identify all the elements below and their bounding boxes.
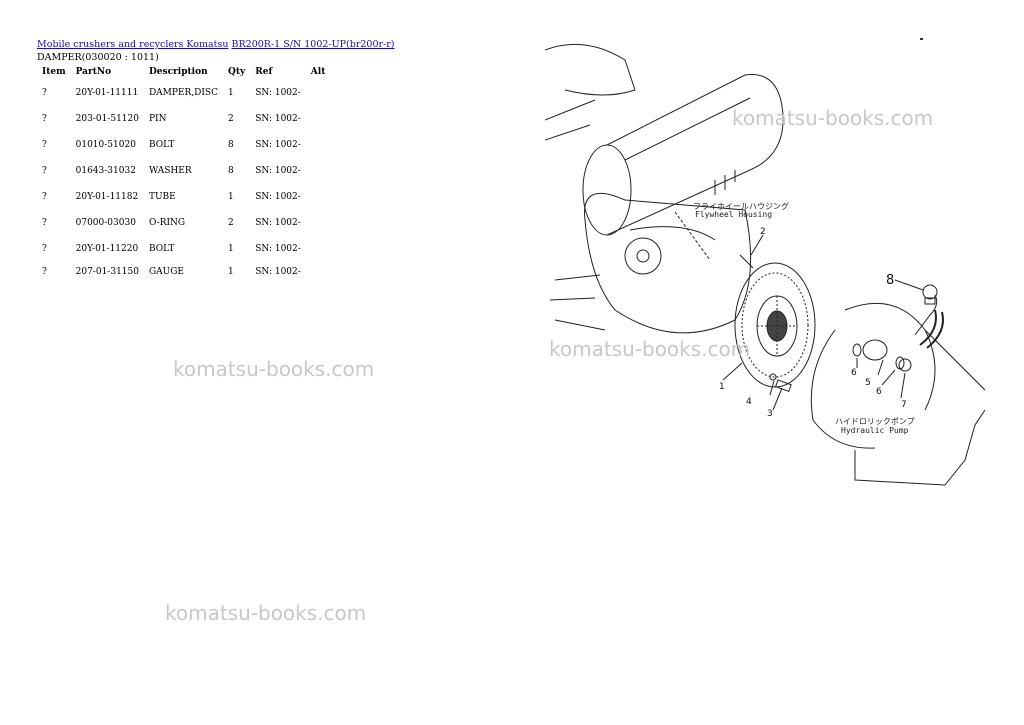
breadcrumb-link-category[interactable]: Mobile crushers and recyclers Komatsu	[37, 39, 229, 50]
table-row: ? 01010-51020 BOLT 8 SN: 1002-	[37, 132, 330, 158]
cell-description: BOLT	[148, 244, 175, 254]
cell-description: BOLT	[148, 140, 175, 150]
o-ring-drawing	[895, 356, 905, 370]
bolt-drawing	[769, 373, 792, 393]
watermark: komatsu-books.com	[173, 357, 375, 381]
cell-qty: 1	[228, 192, 234, 202]
leader-lines	[722, 234, 924, 411]
label-hydraulic-pump-jp: ハイドロリックポンプ	[835, 417, 915, 426]
cell-ref: SN: 1002-	[255, 267, 301, 277]
cell-qty: 2	[228, 114, 234, 124]
header-partno: PartNo	[75, 67, 112, 77]
callout-6: 6	[876, 387, 882, 397]
cell-item: ?	[42, 88, 47, 98]
cell-partno: 207-01-31150	[75, 267, 139, 277]
page-title: DAMPER(030020 : 1011)	[37, 52, 159, 63]
cell-partno: 20Y-01-11182	[75, 192, 139, 202]
cell-alt	[306, 262, 331, 282]
table-row: ? 207-01-31150 GAUGE 1 SN: 1002-	[37, 262, 330, 282]
stray-mark	[920, 38, 923, 40]
cell-ref: SN: 1002-	[255, 244, 301, 254]
cell-partno: 203-01-51120	[75, 114, 139, 124]
cell-description: PIN	[148, 114, 167, 124]
cell-description: TUBE	[148, 192, 176, 202]
header-item: Item	[42, 67, 66, 77]
cell-ref: SN: 1002-	[255, 140, 301, 150]
breadcrumb-link-model[interactable]: BR200R-1 S/N 1002-UP(br200r-r)	[231, 39, 395, 50]
cell-partno: 20Y-01-11111	[75, 88, 139, 98]
cell-ref: SN: 1002-	[255, 218, 301, 228]
cell-alt	[306, 184, 331, 210]
header-alt: Alt	[310, 67, 326, 77]
cell-ref: SN: 1002-	[255, 88, 301, 98]
cell-item: ?	[42, 218, 47, 228]
callout-3: 3	[767, 409, 773, 419]
cell-alt	[306, 106, 331, 132]
cell-partno: 07000-03030	[75, 218, 136, 228]
table-header-row: Item PartNo Description Qty Ref Alt	[37, 64, 330, 80]
cell-qty: 8	[228, 140, 234, 150]
header-description: Description	[148, 67, 208, 77]
label-flywheel-housing-jp: フライホイールハウジング	[693, 201, 789, 211]
cell-alt	[306, 80, 331, 106]
callout-2: 2	[760, 227, 766, 237]
damper-disc-drawing	[734, 262, 816, 388]
table-row: ? 07000-03030 O-RING 2 SN: 1002-	[37, 210, 330, 236]
o-ring-drawing	[852, 343, 862, 357]
cell-partno: 20Y-01-11220	[75, 244, 139, 254]
cell-description: WASHER	[148, 166, 192, 176]
cell-item: ?	[42, 267, 47, 277]
callout-6: 6	[851, 368, 857, 378]
cell-ref: SN: 1002-	[255, 166, 301, 176]
cell-alt	[306, 132, 331, 158]
cell-partno: 01010-51020	[75, 140, 136, 150]
table-row: ? 20Y-01-11220 BOLT 1 SN: 1002-	[37, 236, 330, 262]
cell-description: GAUGE	[148, 267, 185, 277]
cell-item: ?	[42, 166, 47, 176]
cell-qty: 2	[228, 218, 234, 228]
watermark: komatsu-books.com	[549, 337, 751, 361]
cell-description: DAMPER,DISC	[148, 88, 218, 98]
callout-5: 5	[865, 378, 871, 388]
tube-gauge-drawing	[919, 284, 944, 349]
cell-partno: 01643-31032	[75, 166, 136, 176]
table-row: ? 20Y-01-11111 DAMPER,DISC 1 SN: 1002-	[37, 80, 330, 106]
watermark: komatsu-books.com	[732, 106, 934, 130]
exploded-parts-diagram: フライホイールハウジング Flywheel Housing ハイドロリックポンプ…	[545, 43, 986, 486]
watermark: komatsu-books.com	[165, 601, 367, 625]
cell-alt	[306, 158, 331, 184]
table-row: ? 20Y-01-11182 TUBE 1 SN: 1002-	[37, 184, 330, 210]
callout-7: 7	[901, 400, 907, 410]
cell-alt	[306, 210, 331, 236]
tank-drawing	[545, 43, 784, 236]
pin-drawing	[739, 254, 754, 269]
cell-item: ?	[42, 114, 47, 124]
callout-1: 1	[719, 382, 725, 392]
cell-item: ?	[42, 244, 47, 254]
table-row: ? 203-01-51120 PIN 2 SN: 1002-	[37, 106, 330, 132]
cell-qty: 1	[228, 88, 234, 98]
header-qty: Qty	[228, 67, 246, 77]
hydraulic-pump-drawing	[810, 294, 986, 486]
cell-qty: 1	[228, 267, 234, 277]
callout-4: 4	[746, 397, 752, 407]
parts-table: Item PartNo Description Qty Ref Alt ? 20…	[37, 64, 330, 282]
cell-qty: 1	[228, 244, 234, 254]
table-row: ? 01643-31032 WASHER 8 SN: 1002-	[37, 158, 330, 184]
header-ref: Ref	[255, 67, 273, 77]
cell-item: ?	[42, 140, 47, 150]
cell-qty: 8	[228, 166, 234, 176]
label-flywheel-housing: Flywheel Housing	[695, 210, 772, 219]
cell-item: ?	[42, 192, 47, 202]
cell-ref: SN: 1002-	[255, 192, 301, 202]
label-hydraulic-pump: Hydraulic Pump	[841, 426, 909, 435]
cell-description: O-RING	[148, 218, 186, 228]
cell-ref: SN: 1002-	[255, 114, 301, 124]
callout-8: 8	[886, 273, 894, 288]
breadcrumb: Mobile crushers and recyclers Komatsu BR…	[37, 39, 395, 50]
cell-alt	[306, 236, 331, 262]
